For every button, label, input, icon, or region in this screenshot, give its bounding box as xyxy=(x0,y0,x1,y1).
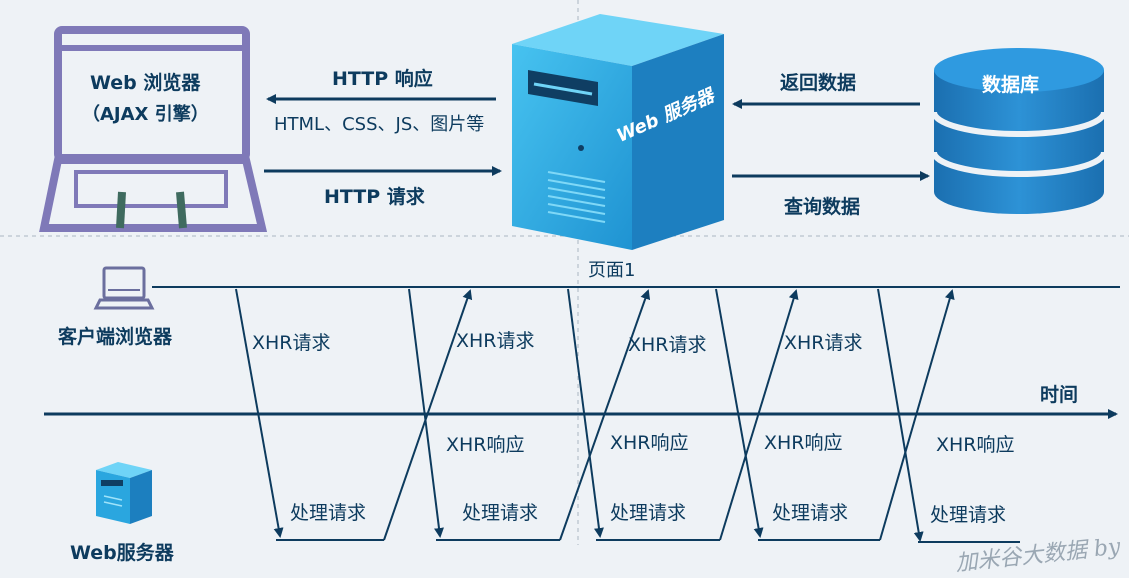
client-browser-label: 客户端浏览器 xyxy=(58,326,173,348)
page-label: 页面1 xyxy=(588,260,636,281)
xhr-response-label: XHR响应 xyxy=(610,432,689,454)
database-label: 数据库 xyxy=(982,74,1040,96)
xhr-request-label: XHR请求 xyxy=(456,330,535,352)
xhr-request-label: XHR请求 xyxy=(252,332,331,354)
http-response-label: HTTP 响应 xyxy=(332,68,433,90)
browser-subtitle: （AJAX 引擎） xyxy=(82,104,209,125)
client-laptop-icon xyxy=(93,266,155,310)
laptop-icon xyxy=(39,26,268,232)
xhr-request-arrows xyxy=(235,288,924,542)
web-server-label: Web服务器 xyxy=(70,542,174,564)
process-request-label: 处理请求 xyxy=(462,502,539,524)
process-request-label: 处理请求 xyxy=(290,502,367,524)
xhr-response-arrows xyxy=(383,289,955,541)
xhr-request-label: XHR请求 xyxy=(628,334,707,356)
return-data-label: 返回数据 xyxy=(780,72,857,94)
server-tower-icon xyxy=(512,14,724,250)
small-server-icon xyxy=(96,462,152,524)
process-request-label: 处理请求 xyxy=(772,502,849,524)
query-data-label: 查询数据 xyxy=(784,196,861,218)
http-request-label: HTTP 请求 xyxy=(324,186,425,208)
time-label: 时间 xyxy=(1040,384,1079,406)
response-content-label: HTML、CSS、JS、图片等 xyxy=(274,114,485,135)
database-icon xyxy=(931,48,1107,214)
xhr-response-label: XHR响应 xyxy=(936,434,1015,456)
browser-title: Web 浏览器 xyxy=(90,72,201,94)
server-process-segments xyxy=(276,539,1020,543)
xhr-request-label: XHR请求 xyxy=(784,332,863,354)
xhr-response-label: XHR响应 xyxy=(764,432,843,454)
xhr-response-label: XHR响应 xyxy=(446,434,525,456)
process-request-label: 处理请求 xyxy=(930,504,1007,526)
process-request-label: 处理请求 xyxy=(610,502,687,524)
